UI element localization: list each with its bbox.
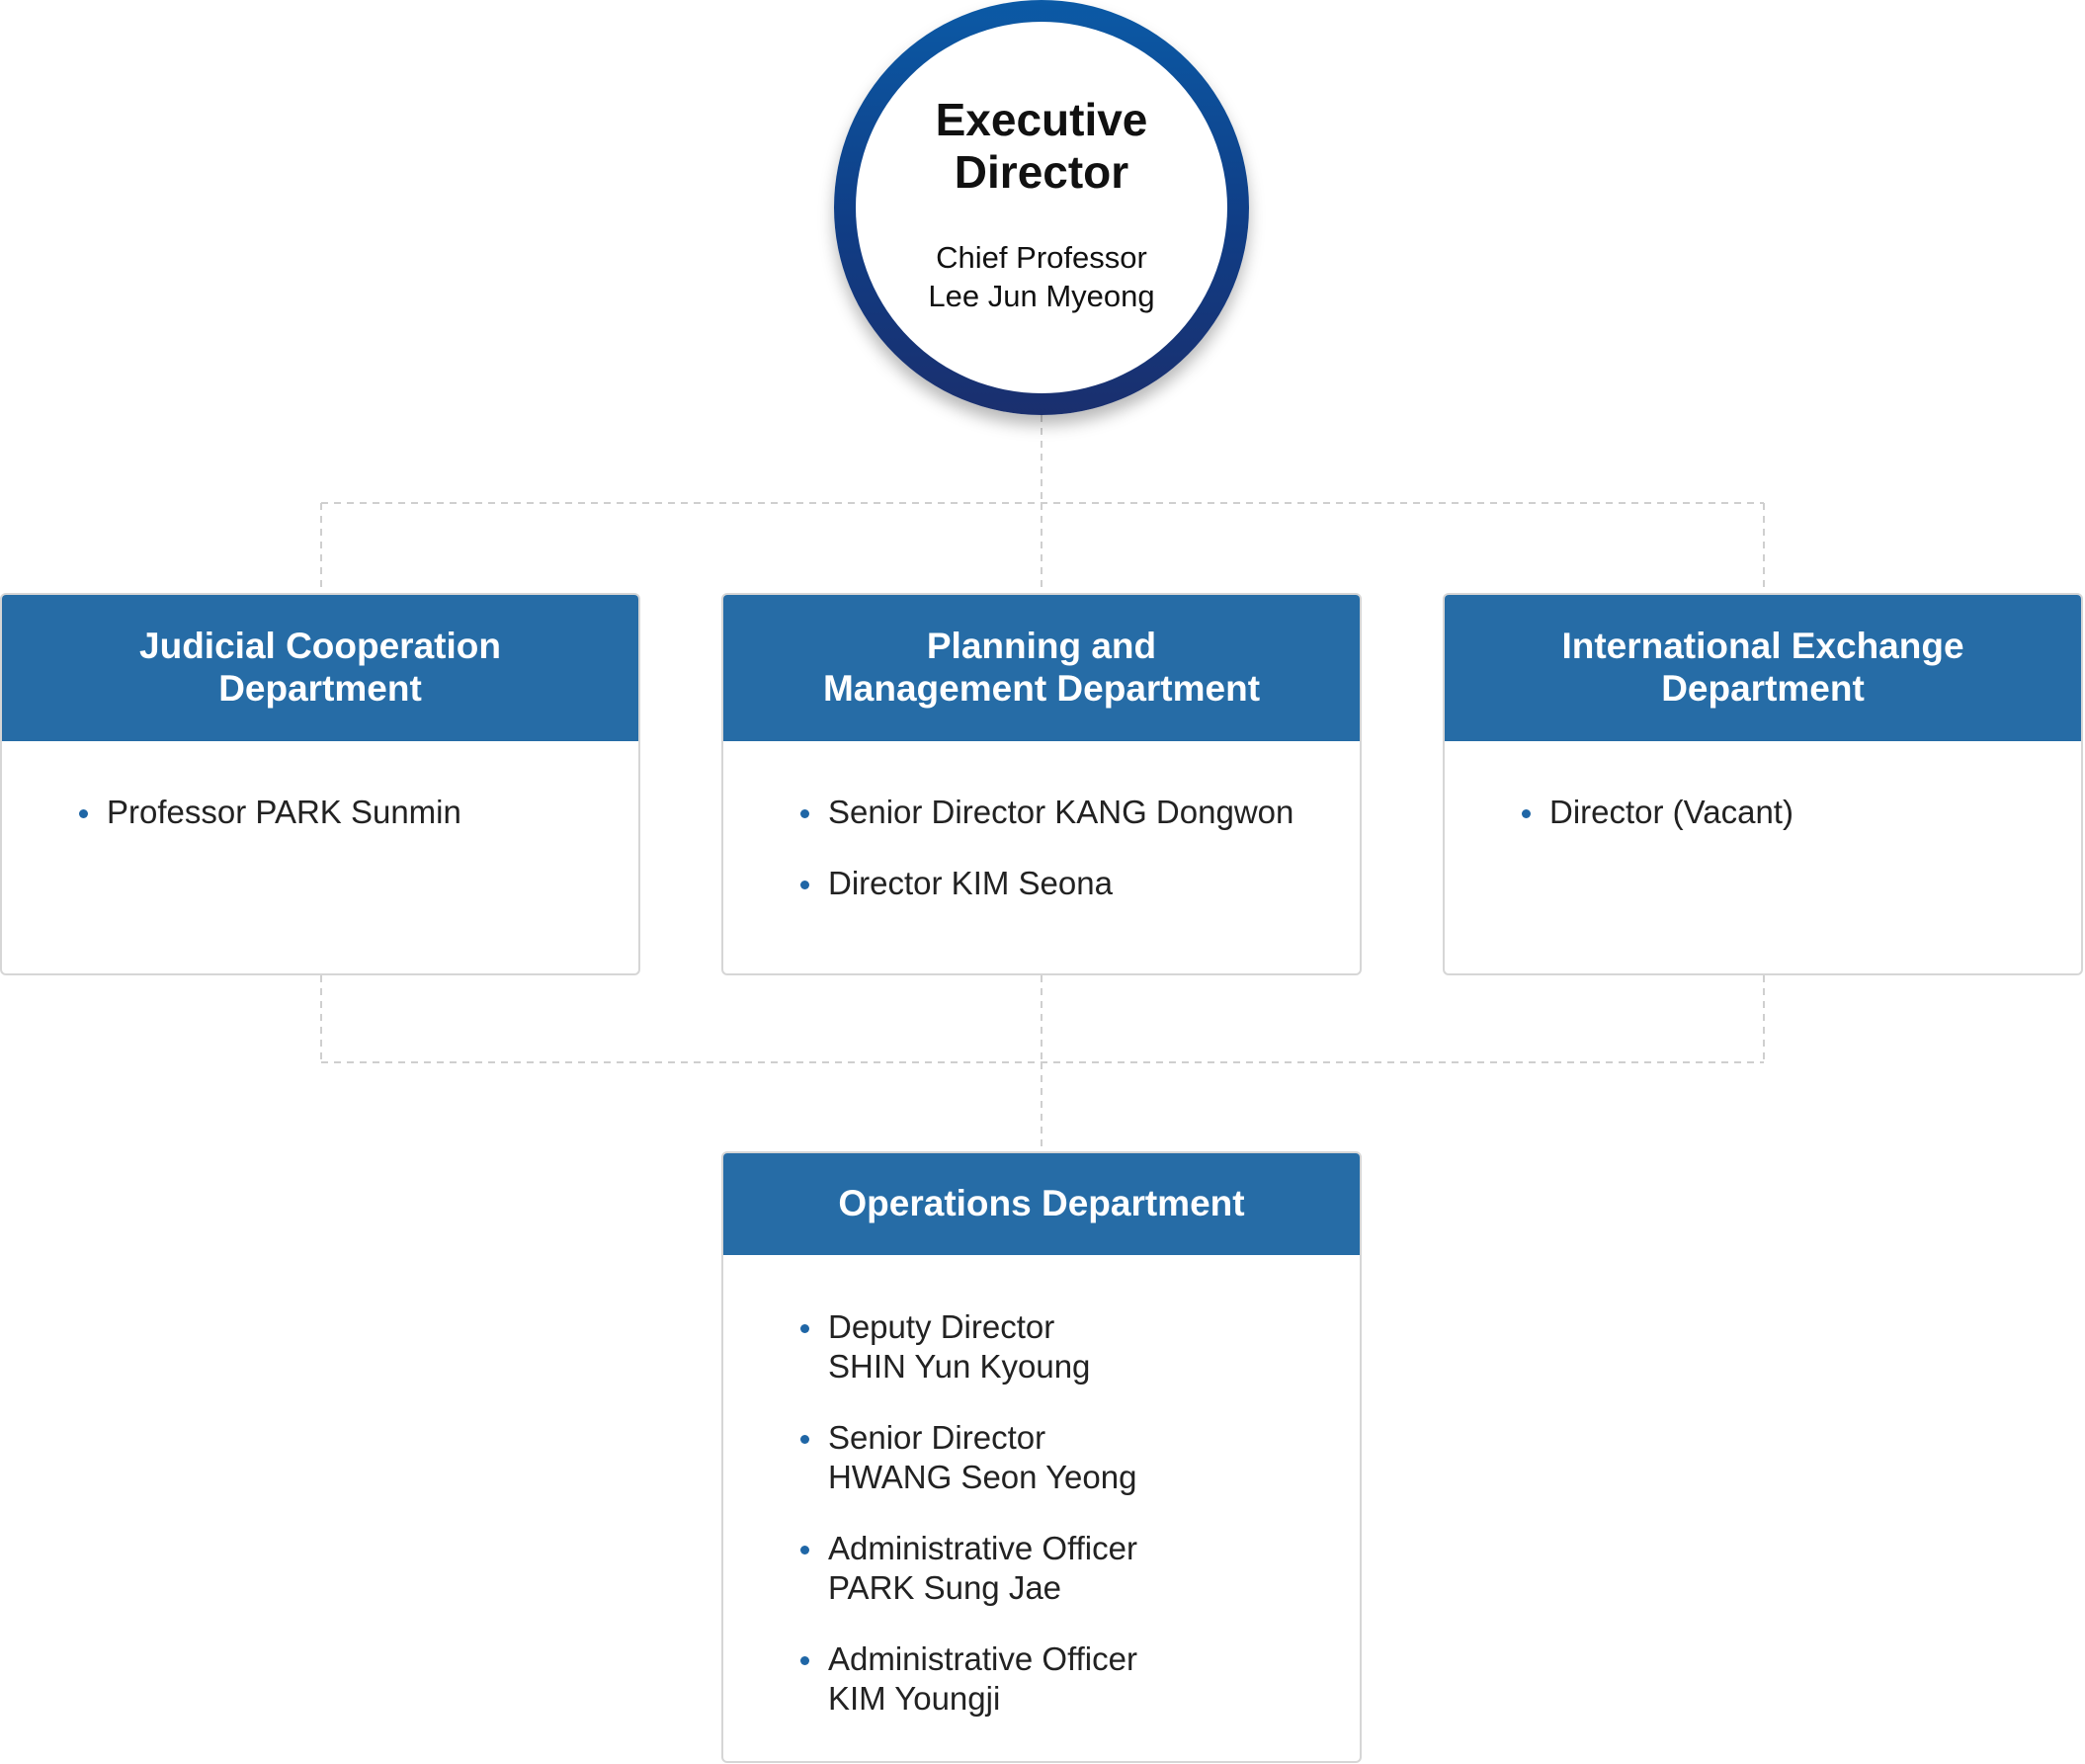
bullet-dot-icon [79,809,88,818]
bullet-dot-icon [800,1435,809,1444]
executive-person: Chief Professor Lee Jun Myeong [856,238,1227,315]
member-role: Deputy Director [828,1308,1055,1345]
dept-title-line2: Department [1661,668,1865,709]
member-list: Professor PARK Sunmin [2,741,638,832]
dept-planning-management-header: Planning and Management Department [723,595,1360,741]
dept-title-line1: Judicial Cooperation [139,626,501,666]
dept-planning-management: Planning and Management Department Senio… [721,593,1362,975]
executive-director-inner: Executive Director Chief Professor Lee J… [856,22,1227,393]
bullet-dot-icon [800,881,809,889]
member-item: Senior Director KANG Dongwon [723,793,1360,832]
executive-title: Executive Director [856,94,1227,199]
member-role: Senior Director [828,1419,1046,1456]
executive-title-line1: Executive [935,94,1148,145]
dept-title-line1: Operations Department [838,1183,1245,1223]
bullet-dot-icon [1522,809,1531,818]
member-role: Administrative Officer [828,1640,1137,1677]
dept-title-line1: Planning and [926,626,1157,666]
dept-international-exchange-header: International Exchange Department [1445,595,2081,741]
dept-judicial-cooperation-header: Judicial Cooperation Department [2,595,638,741]
member-item: Professor PARK Sunmin [2,793,638,832]
member-text: Director (Vacant) [1549,794,1793,830]
member-item: Director KIM Seona [723,864,1360,903]
bullet-dot-icon [800,1546,809,1554]
bullet-dot-icon [800,809,809,818]
dept-title-line2: Management Department [822,668,1261,709]
dept-title-line2: Department [218,668,422,709]
member-name: HWANG Seon Yeong [828,1459,1137,1495]
member-list: Deputy Director SHIN Yun Kyoung Senior D… [723,1255,1360,1719]
member-text: Senior Director KANG Dongwon [828,794,1294,830]
executive-name: Lee Jun Myeong [928,279,1155,313]
member-text: Director KIM Seona [828,865,1113,901]
bullet-dot-icon [800,1656,809,1665]
bullet-dot-icon [800,1324,809,1333]
member-text: Professor PARK Sunmin [107,794,461,830]
member-item: Deputy Director SHIN Yun Kyoung [723,1307,1360,1386]
member-name: SHIN Yun Kyoung [828,1348,1091,1385]
dept-operations-header: Operations Department [723,1153,1360,1255]
dept-operations: Operations Department Deputy Director SH… [721,1151,1362,1763]
member-role: Administrative Officer [828,1530,1137,1566]
executive-director-node: Executive Director Chief Professor Lee J… [834,0,1249,415]
member-list: Director (Vacant) [1445,741,2081,832]
dept-judicial-cooperation: Judicial Cooperation Department Professo… [0,593,640,975]
member-item: Administrative Officer PARK Sung Jae [723,1529,1360,1608]
executive-role: Chief Professor [936,240,1147,275]
executive-title-line2: Director [954,146,1129,198]
member-name: PARK Sung Jae [828,1569,1062,1606]
member-item: Administrative Officer KIM Youngji [723,1639,1360,1719]
member-item: Director (Vacant) [1445,793,2081,832]
member-name: KIM Youngji [828,1680,1001,1717]
member-list: Senior Director KANG Dongwon Director KI… [723,741,1360,903]
dept-title-line1: International Exchange [1561,626,1964,666]
member-item: Senior Director HWANG Seon Yeong [723,1418,1360,1497]
dept-international-exchange: International Exchange Department Direct… [1443,593,2083,975]
